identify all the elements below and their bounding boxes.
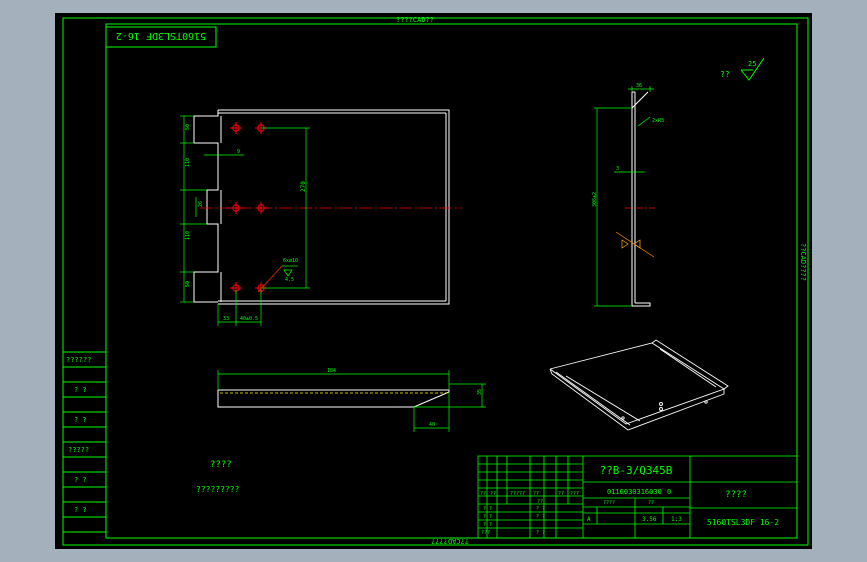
iso-hole-icon: [659, 407, 663, 411]
title-sub-small-1: ??: [537, 499, 543, 505]
left-label-5: ? ?: [74, 476, 87, 484]
side-dim-note: 2xR3: [652, 118, 664, 124]
left-label-4: ?????: [68, 446, 89, 454]
hole-callout-2: 4.5: [285, 277, 294, 283]
notes-title: ????: [210, 460, 232, 470]
bottom-dimensions: [217, 370, 486, 432]
title-col-small-2: ??: [490, 491, 496, 497]
title-grid-left-2: ? ?: [483, 514, 492, 520]
left-label-column: [63, 351, 106, 533]
title-drawing-code: 5160TSL3DF 16-2: [707, 518, 779, 527]
side-dimensions: [594, 86, 654, 307]
dim-bottom-2: 40±0.5: [240, 316, 258, 322]
side-dim-height: 306±2: [592, 192, 598, 207]
dim-left-1: 50: [185, 124, 191, 130]
left-label-1: ??????: [66, 356, 91, 364]
side-view-outline: [631, 91, 651, 307]
bottom-dim-length: 184: [327, 368, 336, 374]
title-grid-left-3: ? ?: [483, 522, 492, 528]
iso-hole-icon: [659, 402, 663, 406]
title-grid-left2-3: ? ?: [536, 530, 545, 536]
inner-border: [105, 23, 798, 539]
frame-bottom-label: ??CAD????: [431, 537, 469, 545]
frame-right-label: ??CAD????: [799, 243, 807, 281]
title-block: [477, 455, 798, 539]
title-col-small-3: ?????: [510, 491, 525, 497]
isometric-view[interactable]: [549, 339, 729, 431]
bottom-dim-height: 35: [477, 389, 483, 395]
roughness-value: 25: [748, 60, 756, 68]
roughness-symbol: ?? 25: [720, 57, 765, 81]
title-col-small-4: ??: [533, 491, 539, 497]
iso-hole-icon: [704, 400, 708, 404]
corner-tag-box: [105, 26, 217, 48]
title-part-number-suffix: 0: [667, 488, 671, 496]
dim-mid-tab: 26: [198, 201, 204, 207]
side-dim-thickness: 3: [616, 166, 619, 172]
hole-callout: 6xø10: [283, 258, 298, 264]
frame-top-label: ????CAD??: [396, 16, 434, 24]
side-dim-top: 36: [636, 83, 642, 89]
title-col-small-6: ???: [570, 491, 579, 497]
bottom-view-outline: [217, 389, 450, 408]
title-col-small-1: ??: [480, 491, 486, 497]
title-scale-mark: A: [587, 516, 591, 523]
outer-border: [62, 17, 809, 546]
title-grid-left-1: ? ?: [483, 506, 492, 512]
title-grid-left-4: ???: [481, 530, 490, 536]
title-grid-left2-2: ? ?: [536, 514, 545, 520]
dim-left-4: 50: [185, 281, 191, 287]
front-view[interactable]: 50 110 110 50 26 9 270 33 40±0.5 6xø10 4…: [180, 109, 462, 326]
title-scale: 1:3: [671, 516, 682, 523]
title-sub-small-2: ????: [603, 500, 615, 506]
notes-body: ?????????: [196, 485, 240, 494]
dim-small: 9: [237, 149, 240, 155]
left-label-3: ? ?: [74, 416, 87, 424]
title-count: 3.56: [642, 516, 657, 523]
title-drawing-name: ????: [725, 490, 747, 500]
dim-left-3: 110: [185, 231, 191, 240]
bottom-dim-offset: 40: [429, 422, 435, 428]
title-part-number: 0116030316030: [607, 488, 662, 496]
left-label-2: ? ?: [74, 386, 87, 394]
drawing-canvas[interactable]: [55, 13, 812, 549]
left-label-6: ? ?: [74, 506, 87, 514]
dim-bottom-1: 33: [223, 316, 229, 322]
title-material: ??B-3/Q345B: [600, 464, 673, 477]
title-col-small-5: ??: [558, 491, 564, 497]
title-sub-small-3: ??: [648, 500, 654, 506]
side-view[interactable]: 36 2xR3 3 306±2: [592, 83, 664, 307]
roughness-prefix: ??: [720, 70, 730, 79]
title-grid-left2-1: ? ?: [536, 506, 545, 512]
corner-tag: 5160TSL3DF 16-2: [116, 30, 206, 41]
dim-height: 270: [300, 181, 307, 192]
dim-left-2: 110: [185, 158, 191, 167]
iso-hole-icon: [621, 416, 625, 420]
bottom-view[interactable]: 184 35 40: [217, 368, 486, 432]
